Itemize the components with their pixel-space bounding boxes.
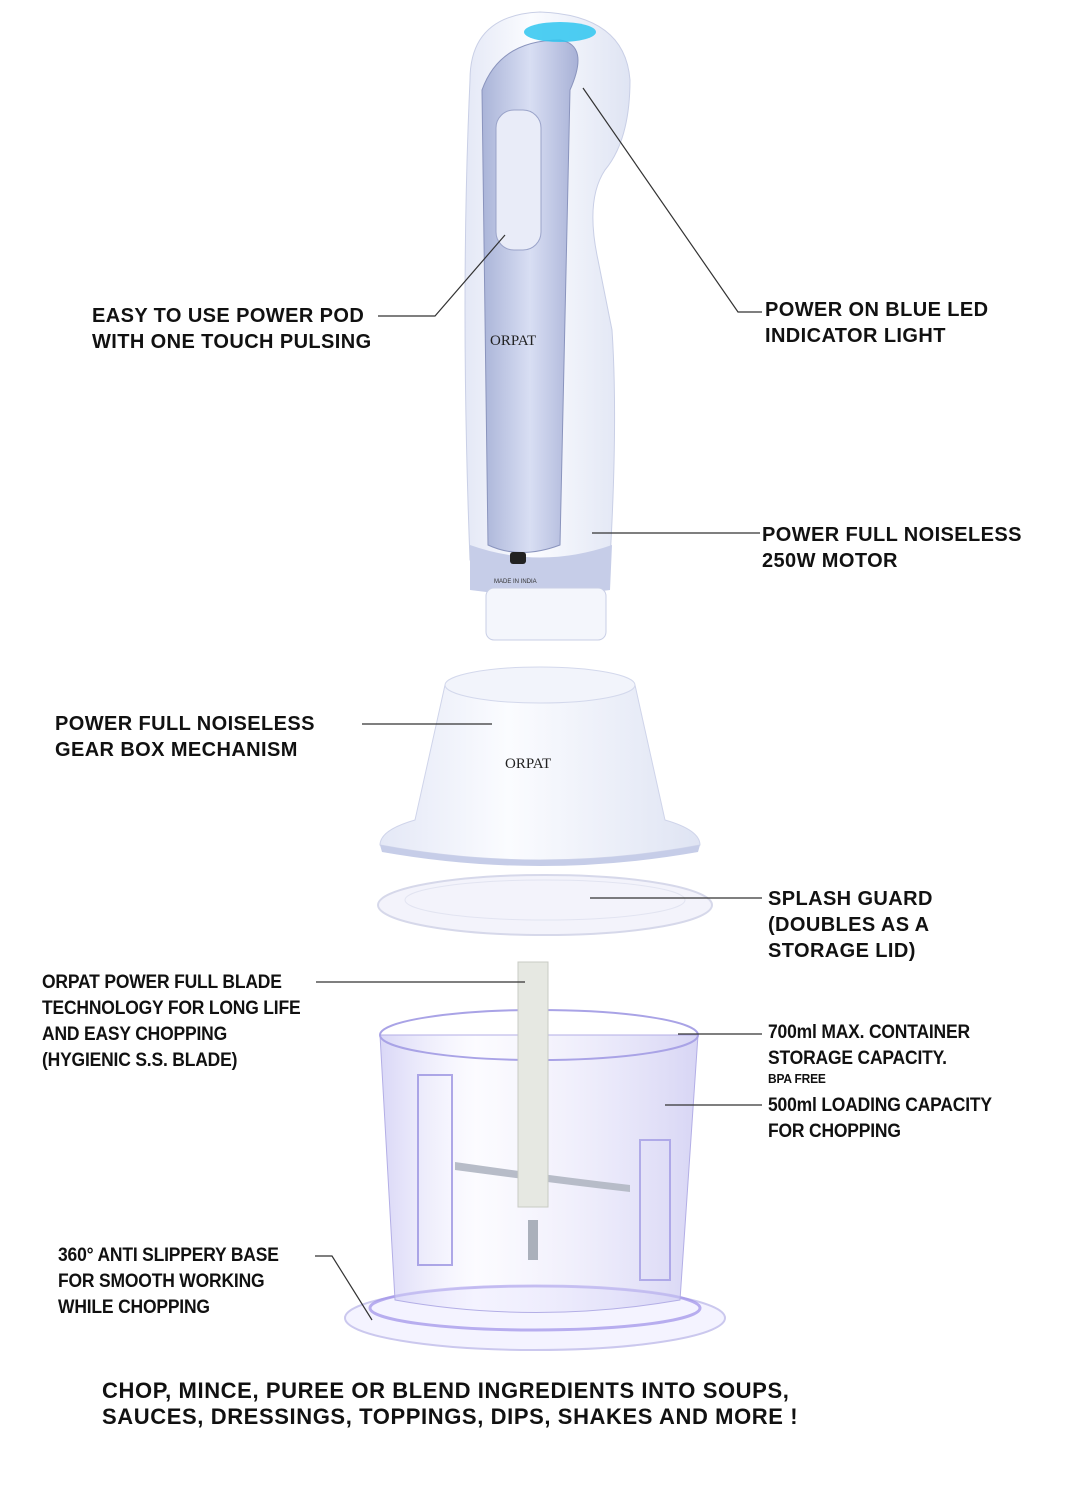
led-indicator [524, 22, 596, 42]
footer-tagline: CHOP, MINCE, PUREE OR BLEND INGREDIENTS … [102, 1378, 798, 1430]
callout-line: FOR CHOPPING [768, 1121, 901, 1142]
callout-line: WHILE CHOPPING [58, 1297, 210, 1318]
callout-line: TECHNOLOGY FOR LONG LIFE [42, 998, 301, 1019]
callout-line: SPLASH GUARD [768, 888, 933, 910]
callout-line: INDICATOR LIGHT [765, 325, 946, 347]
callout-line: EASY TO USE POWER POD [92, 305, 365, 327]
made-in-text: MADE IN INDIA [494, 579, 537, 585]
gearbox: ORPAT [379, 666, 701, 866]
callout-line: STORAGE LID) [768, 940, 916, 962]
callout-line: 250W MOTOR [762, 550, 898, 572]
callout-line: 360° ANTI SLIPPERY BASE [58, 1245, 279, 1266]
callout-line: STORAGE CAPACITY. [768, 1048, 947, 1069]
blade-shaft [517, 961, 549, 1208]
callout-container: 700ml MAX. CONTAINER STORAGE CAPACITY. B… [768, 1020, 970, 1086]
callout-line: POWER ON BLUE LED [765, 299, 989, 321]
lock-icon [510, 552, 526, 564]
bpa-free-note: BPA FREE [768, 1071, 826, 1086]
callout-base: 360° ANTI SLIPPERY BASE FOR SMOOTH WORKI… [58, 1243, 279, 1321]
callout-loading: 500ml LOADING CAPACITY FOR CHOPPING [768, 1093, 992, 1145]
callout-line: FOR SMOOTH WORKING [58, 1271, 265, 1292]
callout-line: (HYGIENIC S.S. BLADE) [42, 1050, 238, 1071]
callout-line: AND EASY CHOPPING [42, 1024, 227, 1045]
callout-line: (DOUBLES AS A [768, 914, 930, 936]
callout-line: ORPAT POWER FULL BLADE [42, 972, 282, 993]
callout-motor: POWER FULL NOISELESS 250W MOTOR [762, 522, 1022, 574]
callout-line: GEAR BOX MECHANISM [55, 739, 298, 761]
callout-line: POWER FULL NOISELESS [762, 524, 1022, 546]
callout-line: 700ml MAX. CONTAINER [768, 1022, 970, 1043]
leader-lines [315, 87, 762, 1321]
callout-splash-guard: SPLASH GUARD (DOUBLES AS A STORAGE LID) [768, 886, 933, 964]
brand-logo-gearbox: ORPAT [505, 756, 551, 772]
callout-line: POWER FULL NOISELESS [55, 713, 315, 735]
splash-guard [377, 874, 713, 936]
callout-blade: ORPAT POWER FULL BLADE TECHNOLOGY FOR LO… [42, 970, 301, 1074]
callout-line: WITH ONE TOUCH PULSING [92, 331, 372, 353]
footer-line: CHOP, MINCE, PUREE OR BLEND INGREDIENTS … [102, 1378, 790, 1403]
motor-handle: MADE IN INDIA ORPAT [464, 11, 631, 641]
chopper-container [344, 961, 726, 1351]
callout-led: POWER ON BLUE LED INDICATOR LIGHT [765, 297, 988, 349]
callout-power-pod: EASY TO USE POWER POD WITH ONE TOUCH PUL… [92, 303, 372, 355]
callout-gearbox: POWER FULL NOISELESS GEAR BOX MECHANISM [55, 711, 315, 763]
callout-line: 500ml LOADING CAPACITY [768, 1095, 992, 1116]
footer-line: SAUCES, DRESSINGS, TOPPINGS, DIPS, SHAKE… [102, 1404, 799, 1429]
brand-logo: ORPAT [490, 333, 536, 349]
